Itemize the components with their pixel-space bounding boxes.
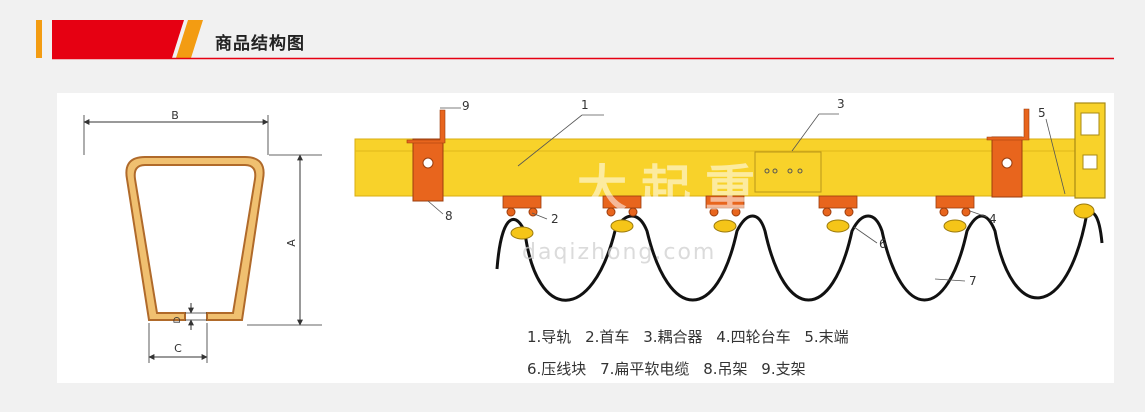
legend-row-1: 1.导轨 2.首车 3.耦合器 4.四轮台车 5.末端 (527, 326, 858, 347)
rail-profile-outline (125, 156, 265, 321)
legend-item: 7.扁平软电缆 (600, 360, 690, 378)
festoon-assembly-drawing: 大起重 daqizhong.com 1 2 3 4 5 6 7 8 9 (354, 97, 1106, 302)
legend-item: 1.导轨 (527, 328, 572, 346)
watermark-url: daqizhong.com (522, 240, 716, 265)
callout-3: 3 (837, 97, 845, 111)
trolley-end (1073, 203, 1095, 219)
trolley-1 (602, 195, 642, 233)
trolley-3 (818, 195, 858, 233)
track-beam (354, 138, 1091, 197)
dimension-label-a: A (285, 239, 298, 247)
callout-2: 2 (551, 212, 559, 226)
flat-cable (495, 210, 1104, 302)
bracket-right (986, 108, 1030, 141)
section-header: 商品结构图 (0, 0, 1145, 62)
legend-item: 2.首车 (585, 328, 630, 346)
legend-item: 4.四轮台车 (716, 328, 791, 346)
dimension-label-c: C (174, 342, 182, 355)
trolley-4 (935, 195, 975, 233)
callout-6: 6 (879, 237, 887, 251)
legend-item: 6.压线块 (527, 360, 587, 378)
header-red-banner (52, 20, 184, 58)
callout-5: 5 (1038, 106, 1046, 120)
legend-item: 8.吊架 (703, 360, 748, 378)
callout-4: 4 (989, 212, 997, 226)
callout-1: 1 (581, 98, 589, 112)
page-title: 商品结构图 (215, 34, 305, 54)
legend-item: 5.末端 (804, 328, 849, 346)
callout-8: 8 (445, 209, 453, 223)
header-accent-orange (36, 20, 42, 58)
trolley-lead (502, 195, 542, 240)
diagram-panel: B A C D (57, 93, 1114, 383)
header-orange-slash (176, 20, 203, 58)
dimension-label-b: B (171, 109, 179, 122)
watermark-text: 大起重 (577, 160, 769, 218)
hanger-left (412, 138, 444, 202)
legend-row-2: 6.压线块 7.扁平软电缆 8.吊架 9.支架 (527, 358, 815, 379)
callout-9: 9 (462, 99, 470, 113)
bracket-left (406, 109, 446, 144)
legend-item: 9.支架 (761, 360, 806, 378)
dimension-label-d: D (173, 316, 183, 323)
trolley-2 (705, 195, 745, 233)
rail-profile-drawing: B A C D (83, 109, 322, 363)
callout-7: 7 (969, 274, 977, 288)
legend-item: 3.耦合器 (643, 328, 703, 346)
